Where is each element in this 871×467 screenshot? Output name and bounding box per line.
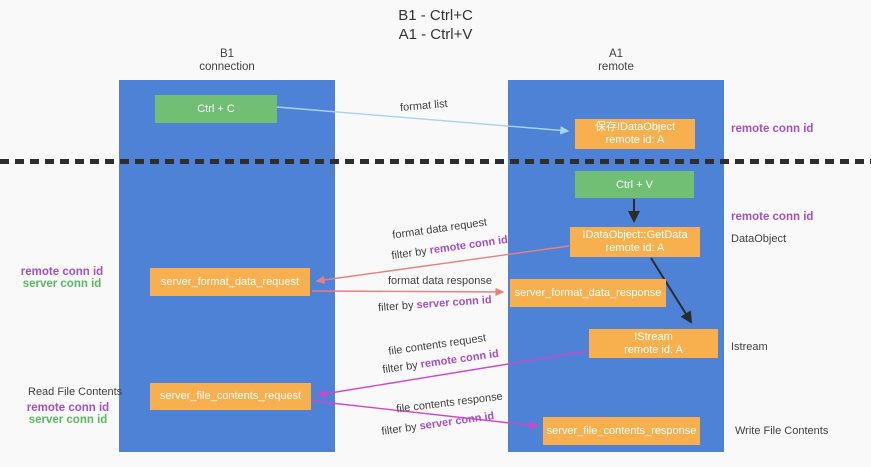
remote-conn-id-right-mid: remote conn id bbox=[731, 211, 814, 223]
save-idataobject-line1: 保存IDataObject bbox=[594, 121, 676, 133]
server-format-data-request-box: server_format_data_request bbox=[150, 268, 310, 296]
ctrl-v-box: Ctrl + V bbox=[575, 171, 694, 198]
server-conn-id-bottom-left: server conn id bbox=[28, 414, 108, 426]
left-column-header: B1 connection bbox=[119, 48, 335, 74]
diagram-title: B1 - Ctrl+C A1 - Ctrl+V bbox=[0, 6, 871, 44]
filter-by-server-1: filter by server conn id bbox=[378, 294, 492, 314]
save-idataobject-box: 保存IDataObject remote id: A bbox=[575, 119, 695, 149]
server-format-data-request-label: server_format_data_request bbox=[160, 275, 300, 288]
ctrl-v-label: Ctrl + V bbox=[616, 178, 653, 191]
server-file-contents-response-box: server_file_contents_response bbox=[543, 417, 700, 445]
remote-conn-id-bottom-left: remote conn id bbox=[26, 402, 110, 414]
format-data-response-label: format data response bbox=[388, 275, 492, 287]
write-file-contents-label: Write File Contents bbox=[735, 425, 829, 437]
arrow-format-data-response bbox=[311, 287, 505, 297]
save-idataobject-line2: remote id: A bbox=[605, 134, 665, 146]
remote-conn-id-text: remote conn id bbox=[428, 233, 509, 257]
server-conn-id-text: server conn id bbox=[418, 410, 496, 433]
istream-line2: remote id: A bbox=[624, 343, 683, 356]
remote-conn-id-right-top: remote conn id bbox=[731, 123, 814, 135]
istream-box: IStream remote id: A bbox=[589, 329, 718, 358]
remote-conn-id-left: remote conn id bbox=[20, 266, 104, 278]
istream-line1: IStream bbox=[634, 330, 673, 343]
ctrl-c-label: Ctrl + C bbox=[197, 103, 235, 115]
bottom-left-conn-id-group: remote conn id server conn id bbox=[22, 402, 114, 426]
server-file-contents-request-label: server_file_contents_request bbox=[159, 390, 302, 402]
right-column-header: A1 remote bbox=[508, 48, 724, 74]
left-column-subtitle: connection bbox=[199, 61, 255, 73]
filter-by-text: filter by bbox=[390, 244, 431, 263]
getdata-line1: IDataObject::GetData bbox=[582, 229, 688, 241]
server-file-contents-response-label: server_file_contents_response bbox=[546, 424, 697, 437]
filter-by-text: filter by bbox=[381, 358, 422, 377]
server-conn-id-text: server conn id bbox=[416, 294, 492, 312]
server-format-data-response-box: server_format_data_response bbox=[510, 279, 666, 307]
filter-by-text: filter by bbox=[377, 299, 417, 314]
format-list-label: format list bbox=[399, 97, 449, 115]
right-column-subtitle: remote bbox=[598, 61, 634, 73]
server-conn-id-left: server conn id bbox=[22, 278, 102, 290]
title-line-2: A1 - Ctrl+V bbox=[398, 26, 473, 43]
server-file-contents-request-box: server_file_contents_request bbox=[150, 383, 311, 410]
phase-separator-dashed-line bbox=[0, 159, 871, 164]
read-file-contents-label: Read File Contents bbox=[28, 386, 123, 398]
left-column-name: B1 bbox=[219, 48, 235, 60]
ctrl-c-box: Ctrl + C bbox=[155, 95, 277, 123]
dataobject-side-label: DataObject bbox=[731, 233, 787, 245]
getdata-line2: remote id: A bbox=[605, 242, 665, 254]
filter-by-text: filter by bbox=[380, 420, 421, 438]
title-line-1: B1 - Ctrl+C bbox=[398, 7, 473, 24]
getdata-box: IDataObject::GetData remote id: A bbox=[570, 227, 700, 257]
left-conn-id-group: remote conn id server conn id bbox=[16, 266, 108, 290]
server-format-data-response-label: server_format_data_response bbox=[514, 286, 662, 299]
right-column-name: A1 bbox=[608, 48, 624, 60]
istream-side-label: Istream bbox=[731, 341, 768, 353]
